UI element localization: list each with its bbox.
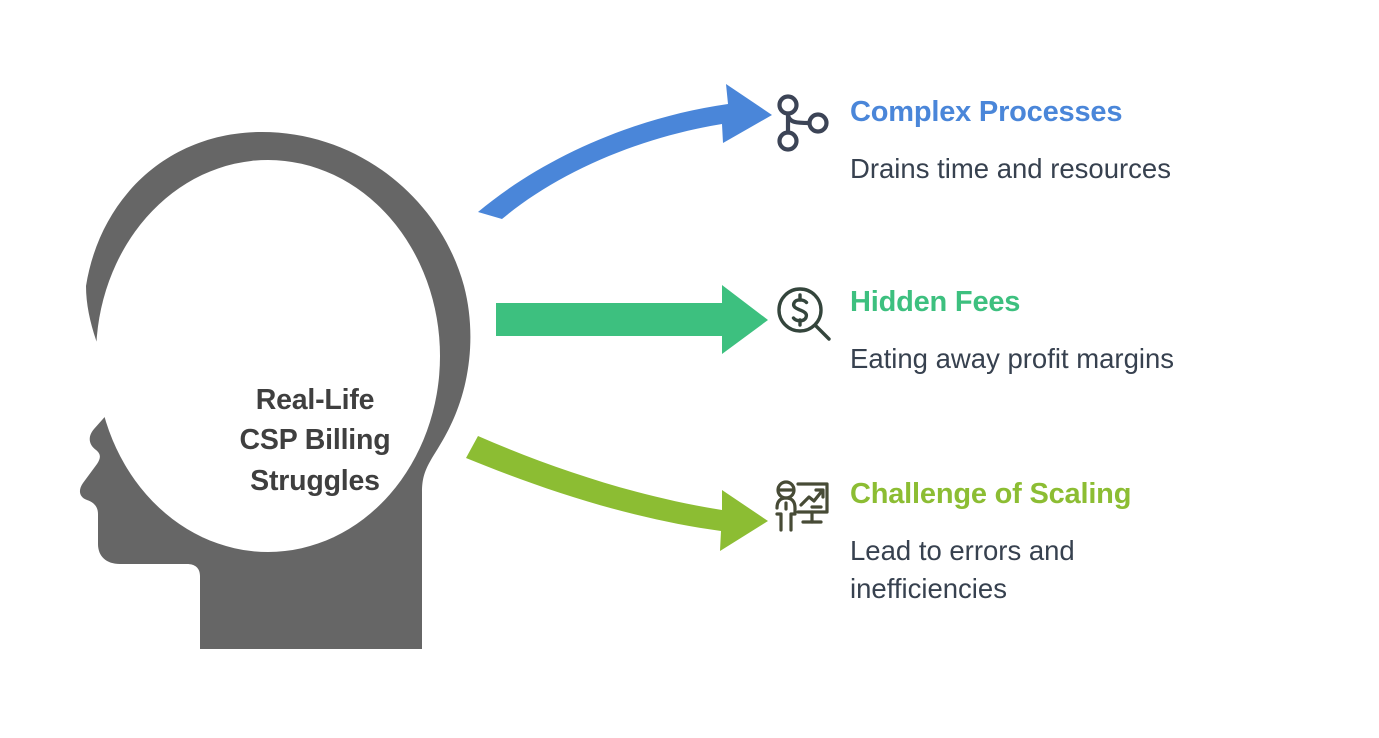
branch-text-block: Challenge of Scaling Lead to errors and … (850, 474, 1242, 608)
branch-title: Complex Processes (850, 96, 1123, 128)
branch-text-block: Hidden Fees Eating away profit margins (850, 282, 1212, 378)
arrow-curved-down (466, 436, 768, 551)
branch-item-complex-processes[interactable]: Complex Processes Drains time and resour… (772, 92, 1332, 188)
center-label-line-1: Real-Life (255, 384, 375, 416)
branch-description: Lead to errors and inefficiencies (850, 535, 1075, 605)
presenter-chart-icon (772, 474, 834, 536)
center-label-line-2: CSP Billing (239, 424, 391, 457)
branch-item-challenge-of-scaling[interactable]: Challenge of Scaling Lead to errors and … (772, 474, 1242, 608)
branch-description: Drains time and resources (850, 153, 1171, 185)
dollar-magnifier-icon (772, 282, 834, 344)
branch-title: Challenge of Scaling (850, 478, 1132, 510)
branch-title: Hidden Fees (850, 286, 1021, 318)
branch-text-block: Complex Processes Drains time and resour… (850, 92, 1332, 188)
branch-description: Eating away profit margins (850, 343, 1175, 375)
branch-nodes-icon (772, 92, 834, 154)
head-silhouette-group: Real-Life CSP Billing Struggles (40, 128, 480, 653)
center-label: Real-Life CSP Billing Struggles (175, 380, 455, 501)
arrow-curved-up (478, 84, 772, 219)
branch-item-hidden-fees[interactable]: Hidden Fees Eating away profit margins (772, 282, 1212, 378)
head-profile-silhouette (79, 132, 471, 649)
arrow-straight-right (496, 285, 768, 354)
center-label-line-3: Struggles (250, 464, 380, 497)
